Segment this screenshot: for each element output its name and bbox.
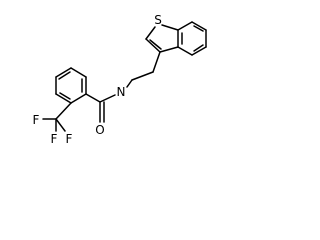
benzamide-benzene-ring bbox=[55, 67, 101, 104]
oxygen-atom-label: O bbox=[95, 123, 104, 137]
ethyl-linker bbox=[126, 51, 161, 88]
trifluoromethyl-group bbox=[42, 102, 72, 132]
fluorine-atom-label-1: F bbox=[33, 113, 40, 127]
benzothiophene-thiophene-ring bbox=[145, 24, 179, 53]
fluorine-atom-label-3: F bbox=[66, 132, 73, 146]
benzothiophene-benzene-ring bbox=[177, 21, 207, 56]
sulfur-atom-label: S bbox=[154, 13, 162, 27]
amide-carbonyl bbox=[99, 94, 116, 123]
fluorine-atom-label-2: F bbox=[51, 132, 58, 146]
chemical-structure-diagram: S N O F F F bbox=[33, 13, 207, 146]
nitrogen-atom-label: N bbox=[117, 85, 126, 99]
